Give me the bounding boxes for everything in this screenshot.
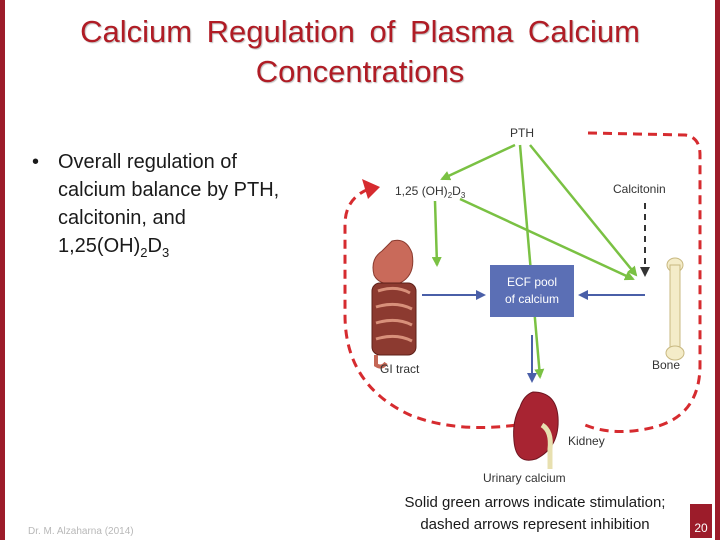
kidney-label: Kidney (568, 434, 605, 448)
right-accent-bar (715, 0, 720, 540)
title-line-1: Calcium Regulation of Plasma Calcium (80, 14, 640, 49)
bullet-line-2: calcium balance by PTH, (58, 179, 280, 201)
bullet-list: • Overall regulation of calcium balance … (30, 148, 330, 267)
arrow-pth-to-kidney (518, 144, 545, 379)
diagram-caption: Solid green arrows indicate stimulation;… (380, 492, 690, 536)
caption-line-2: dashed arrows represent inhibition (420, 516, 650, 533)
urinary-calcium-label: Urinary calcium (483, 471, 566, 485)
bullet-dot: • (32, 151, 40, 173)
arrow-vitamin-d-to-gi (431, 200, 442, 267)
bullet-line-1: Overall regulation of (58, 151, 237, 173)
gi-tract-label: GI tract (380, 362, 420, 376)
calcitonin-label: Calcitonin (613, 182, 666, 196)
pth-label: PTH (510, 126, 534, 140)
feedback-arrowhead-left (362, 179, 380, 199)
vitamin-d-base: 1,25(OH) (58, 235, 141, 257)
ecf-line-1: ECF pool (507, 275, 557, 289)
vitamin-d-label: 1,25 (OH)2D3 (395, 184, 466, 200)
calcium-regulation-diagram: PTH 1,25 (OH)2D3 Calcitonin ECF pool of … (343, 126, 702, 485)
vitamin-d-sub-2: 2 (140, 245, 148, 260)
title-line-2: Concentrations (255, 54, 465, 89)
arrow-pth-to-vitamin-d (440, 143, 516, 181)
arrow-pth-to-bone (529, 144, 638, 277)
bone-label: Bone (652, 358, 680, 372)
feedback-loop-dashed (343, 131, 702, 434)
ecf-pool-box (490, 265, 574, 317)
caption-line-1: Solid green arrows indicate stimulation; (404, 494, 666, 511)
vitamin-d-sub-3: 3 (161, 245, 170, 260)
slide-title: Calcium Regulation of Plasma Calcium Con… (20, 12, 700, 92)
bullet-item: • Overall regulation of calcium balance … (30, 148, 330, 267)
left-accent-bar (0, 0, 5, 540)
arrow-vitamin-d-to-bone (459, 197, 635, 281)
bone-icon (665, 257, 685, 361)
gi-tract-icon (371, 239, 417, 369)
vitamin-d-letter: D (147, 235, 162, 257)
author-footer: Dr. M. Alzaharna (2014) (28, 526, 134, 537)
bullet-line-3: calcitonin, and (58, 207, 186, 229)
page-number: 20 (690, 504, 712, 538)
ecf-line-2: of calcium (505, 292, 559, 306)
kidney-icon (513, 391, 559, 469)
bullet-line-4: 1,25(OH)2D3 (58, 232, 330, 267)
